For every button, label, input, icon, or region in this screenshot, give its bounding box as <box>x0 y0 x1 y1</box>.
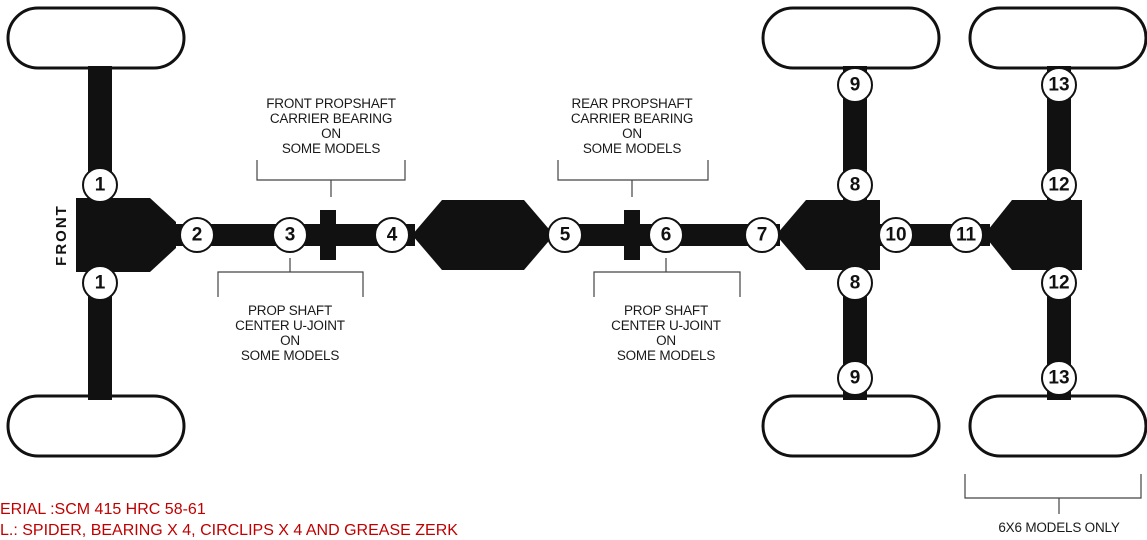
svg-text:8: 8 <box>850 175 861 196</box>
bracket-6x6 <box>964 474 1142 514</box>
joint-11: 11 <box>948 217 984 253</box>
svg-text:9: 9 <box>850 75 861 96</box>
wheel-rear-right <box>761 394 941 458</box>
svg-text:5: 5 <box>560 225 571 246</box>
front-carrier-bearing-cross <box>312 226 344 244</box>
tandem-differential <box>984 200 1082 270</box>
joint-12-top: 12 <box>1041 167 1077 203</box>
joint-5: 5 <box>547 217 583 253</box>
material-note: ERIAL :SCM 415 HRC 58-61 <box>0 501 206 518</box>
svg-text:12: 12 <box>1048 175 1069 196</box>
joint-6: 6 <box>648 217 684 253</box>
joint-13-bottom: 13 <box>1041 360 1077 396</box>
svg-text:6: 6 <box>661 225 672 246</box>
rear-ujoint-line-1: PROP SHAFT <box>624 303 708 318</box>
transfer-case <box>412 200 554 270</box>
joint-9-bottom: 9 <box>837 360 873 396</box>
joint-10: 10 <box>878 217 914 253</box>
joint-12-bottom: 12 <box>1041 265 1077 301</box>
wheel-rear-left <box>761 6 941 70</box>
joint-4: 4 <box>374 217 410 253</box>
rear-carrier-line-2: CARRIER BEARING <box>571 111 693 126</box>
wheel-front-right <box>6 394 186 458</box>
svg-text:1: 1 <box>95 175 106 196</box>
front-ujoint-line-3: ON <box>280 333 300 348</box>
front-carrier-line-3: ON <box>321 126 341 141</box>
front-ujoint-line-4: SOME MODELS <box>241 348 340 363</box>
front-carrier-line-1: FRONT PROPSHAFT <box>266 96 396 111</box>
joint-3: 3 <box>272 217 308 253</box>
joint-1-top: 1 <box>82 167 118 203</box>
svg-text:8: 8 <box>850 273 861 294</box>
annotation-rear-ujoint: PROP SHAFT CENTER U-JOINT ON SOME MODELS <box>611 303 721 363</box>
joint-9-top: 9 <box>837 67 873 103</box>
svg-text:12: 12 <box>1048 273 1069 294</box>
wheels <box>6 6 1147 458</box>
joint-8-bottom: 8 <box>837 265 873 301</box>
svg-text:13: 13 <box>1048 368 1069 389</box>
annotation-brackets <box>217 160 1142 514</box>
wheel-front-left <box>6 6 186 70</box>
front-label: FRONT <box>53 204 70 266</box>
svg-text:1: 1 <box>95 273 106 294</box>
bracket-rear-carrier <box>557 160 709 197</box>
wheel-tandem-right <box>968 394 1147 458</box>
wheel-tandem-left <box>968 6 1147 70</box>
joint-13-top: 13 <box>1041 67 1077 103</box>
svg-text:11: 11 <box>956 225 977 246</box>
bracket-front-carrier <box>256 160 406 197</box>
joint-markers: 1 1 2 3 4 5 6 7 8 8 9 9 10 11 12 12 13 1… <box>82 67 1077 396</box>
front-ujoint-line-2: CENTER U-JOINT <box>235 318 345 333</box>
svg-text:7: 7 <box>757 225 768 246</box>
front-carrier-line-2: CARRIER BEARING <box>270 111 392 126</box>
bracket-front-ujoint <box>217 258 364 297</box>
svg-text:2: 2 <box>192 225 203 246</box>
joint-1-bottom: 1 <box>82 265 118 301</box>
six-by-six-label: 6X6 MODELS ONLY <box>998 520 1119 535</box>
annotation-front-carrier: FRONT PROPSHAFT CARRIER BEARING ON SOME … <box>266 96 396 156</box>
svg-text:4: 4 <box>387 225 398 246</box>
svg-text:13: 13 <box>1048 75 1069 96</box>
annotation-front-ujoint: PROP SHAFT CENTER U-JOINT ON SOME MODELS <box>235 303 345 363</box>
svg-text:9: 9 <box>850 368 861 389</box>
front-carrier-line-4: SOME MODELS <box>282 141 381 156</box>
contents-note: L.: SPIDER, BEARING X 4, CIRCLIPS X 4 AN… <box>0 522 458 539</box>
rear-carrier-line-1: REAR PROPSHAFT <box>572 96 693 111</box>
rear-ujoint-line-2: CENTER U-JOINT <box>611 318 721 333</box>
front-ujoint-line-1: PROP SHAFT <box>248 303 332 318</box>
bracket-rear-ujoint <box>593 258 741 297</box>
rear-carrier-bearing-cross <box>616 226 648 244</box>
rear-ujoint-line-3: ON <box>656 333 676 348</box>
joint-7: 7 <box>744 217 780 253</box>
joint-2: 2 <box>179 217 215 253</box>
annotation-rear-carrier: REAR PROPSHAFT CARRIER BEARING ON SOME M… <box>571 96 693 156</box>
joint-8-top: 8 <box>837 167 873 203</box>
rear-carrier-line-4: SOME MODELS <box>583 141 682 156</box>
svg-text:3: 3 <box>285 225 296 246</box>
rear-carrier-line-3: ON <box>622 126 642 141</box>
svg-text:10: 10 <box>885 225 906 246</box>
rear-ujoint-line-4: SOME MODELS <box>617 348 716 363</box>
rear-differential <box>776 200 880 270</box>
front-differential <box>76 198 176 272</box>
